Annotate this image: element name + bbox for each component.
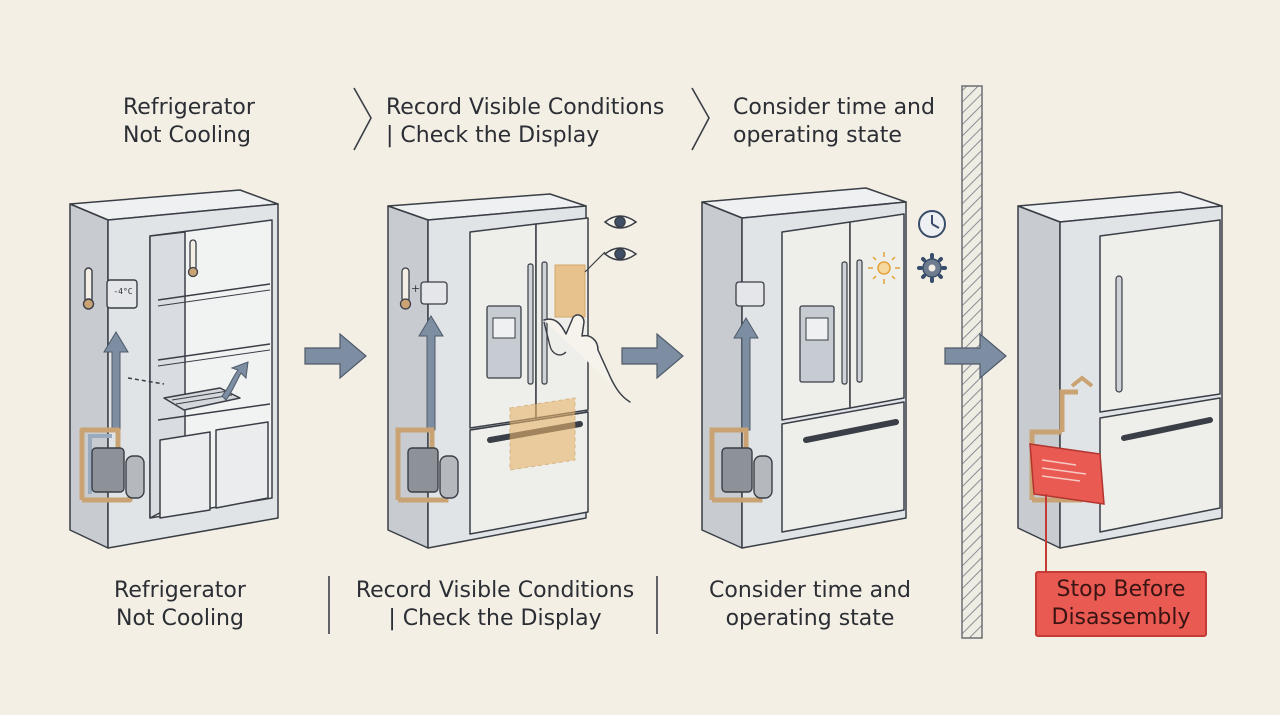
water-dispenser — [486, 305, 522, 379]
red-panel-lines — [1041, 459, 1087, 482]
eye-icon — [603, 215, 638, 229]
hand-icon — [543, 314, 631, 403]
door-handle-right-3 — [856, 259, 863, 383]
dispenser-screen — [492, 317, 516, 339]
flow-arrow-3 — [944, 332, 1007, 380]
dispenser-screen-3 — [805, 317, 829, 341]
step-1-bottom-label: Refrigerator Not Cooling — [114, 578, 246, 631]
eye-icon-2 — [603, 247, 638, 261]
thermometer-icon-2 — [399, 267, 412, 310]
chevron-separator-1 — [353, 87, 372, 151]
step-3-top-label: Consider time and operating state — [733, 95, 935, 148]
step-1-top-label: Refrigerator Not Cooling — [123, 95, 255, 148]
up-arrow-4 — [1070, 375, 1094, 388]
coolant-coil-1b — [88, 434, 112, 494]
hand-finger — [543, 321, 567, 356]
door-handle-left — [527, 263, 534, 385]
red-panel-icon — [1029, 443, 1105, 505]
sun-icon — [868, 252, 900, 284]
step-2-top-label: Record Visible Conditions | Check the Di… — [386, 95, 665, 148]
flow-arrow-1 — [304, 332, 367, 380]
thermometer-icon-inner — [187, 239, 199, 278]
step-3-bottom-label: Consider time and operating state — [709, 578, 911, 631]
display-readout: -4°C — [113, 287, 133, 296]
gear-icon — [917, 253, 947, 283]
stop-label: Stop Before Disassembly — [1051, 577, 1191, 630]
compressor-2 — [407, 447, 459, 499]
thermometer-icon — [82, 267, 95, 310]
clock-icon — [918, 210, 946, 238]
freezer-handle-3 — [803, 419, 899, 443]
highlight-zone-upper — [554, 264, 586, 318]
door-handle-4 — [1115, 275, 1123, 393]
freezer-handle-4 — [1121, 417, 1213, 441]
air-curve-arrow — [221, 361, 249, 401]
display-panel-1 — [106, 279, 138, 309]
display-panel-2 — [420, 281, 448, 305]
plus-mark: + — [411, 282, 420, 295]
water-dispenser-3 — [799, 305, 835, 383]
compressor-1 — [91, 447, 145, 499]
highlight-zone-lower — [509, 397, 576, 471]
pointer-line — [584, 251, 606, 273]
door-handle-left-3 — [841, 261, 848, 385]
cooling-flow-arrow-3 — [733, 317, 759, 431]
display-panel-3 — [735, 281, 765, 307]
stop-badge — [1035, 571, 1207, 637]
step-2-bottom-label: Record Visible Conditions | Check the Di… — [355, 578, 635, 631]
flow-arrow-2 — [621, 332, 684, 380]
compressor-3 — [721, 447, 773, 499]
cooling-flow-arrow-1 — [103, 331, 129, 431]
cooling-flow-arrow-2 — [418, 315, 444, 431]
chevron-separator-2 — [691, 87, 710, 151]
